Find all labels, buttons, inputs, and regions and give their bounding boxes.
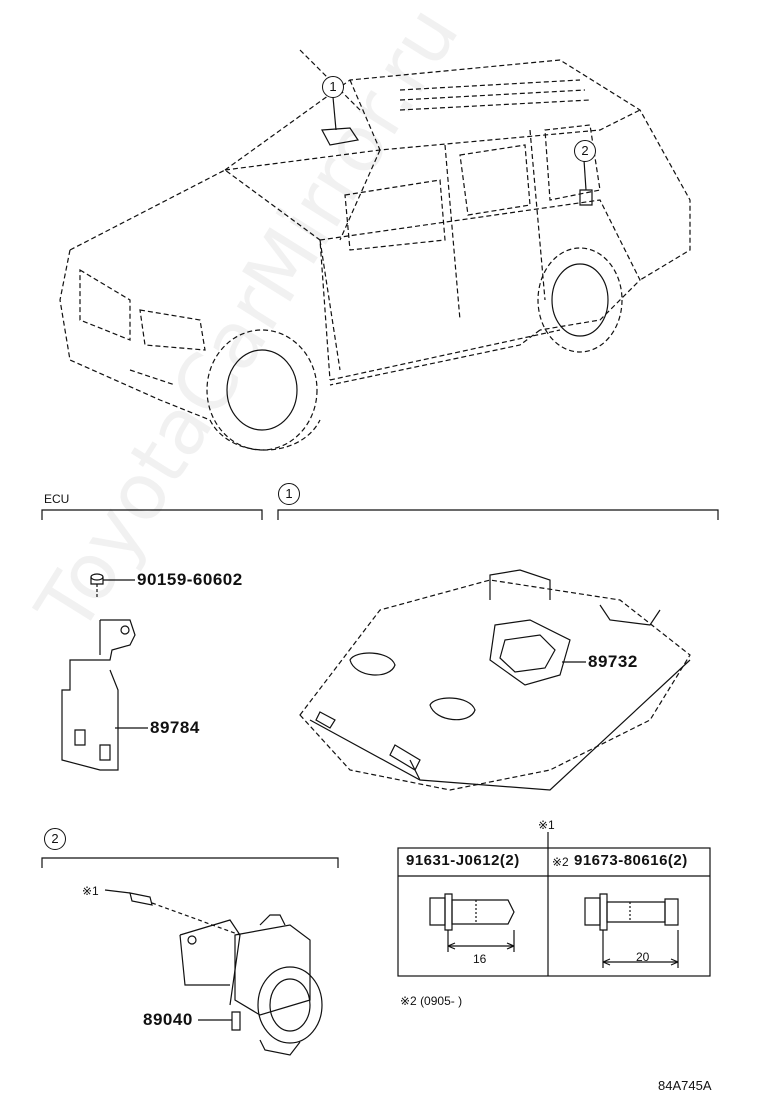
- diagram-code: 84A745A: [658, 1078, 712, 1093]
- table-header-mark: ※1: [538, 818, 555, 832]
- ecu-bracket-drawing: [61, 573, 148, 771]
- footnote: ※2 (0905- ): [400, 994, 463, 1008]
- bolt-16-drawing: [429, 893, 515, 952]
- callout-1[interactable]: 1: [322, 76, 344, 98]
- part-label-screw[interactable]: 90159-60602: [137, 570, 243, 589]
- bolt-table-frame: [397, 832, 711, 977]
- bolt-ref-mark: ※1: [82, 884, 99, 898]
- overhead-console-drawing: [299, 569, 691, 791]
- bolt-20-drawing: [584, 893, 679, 968]
- part-label-overhead-module[interactable]: 89732: [588, 652, 638, 671]
- table-col2-part[interactable]: 91673-80616(2): [574, 852, 688, 869]
- vehicle-illustration: [59, 49, 691, 451]
- table-col1-part[interactable]: 91631-J0612(2): [406, 852, 520, 869]
- section-1-marker: 1: [278, 483, 300, 505]
- section-2-marker: 2: [44, 828, 66, 850]
- table-col2-mark: ※2: [552, 855, 569, 869]
- callout-2[interactable]: 2: [574, 140, 596, 162]
- ecu-section-title: ECU: [44, 492, 70, 506]
- table-dim-16: 16: [473, 952, 487, 966]
- sensor-drawing: [104, 889, 323, 1056]
- part-label-sensor[interactable]: 89040: [143, 1010, 193, 1029]
- vehicle-wheels: [206, 247, 623, 451]
- table-dim-20: 20: [636, 950, 650, 964]
- part-label-bracket[interactable]: 89784: [150, 718, 200, 737]
